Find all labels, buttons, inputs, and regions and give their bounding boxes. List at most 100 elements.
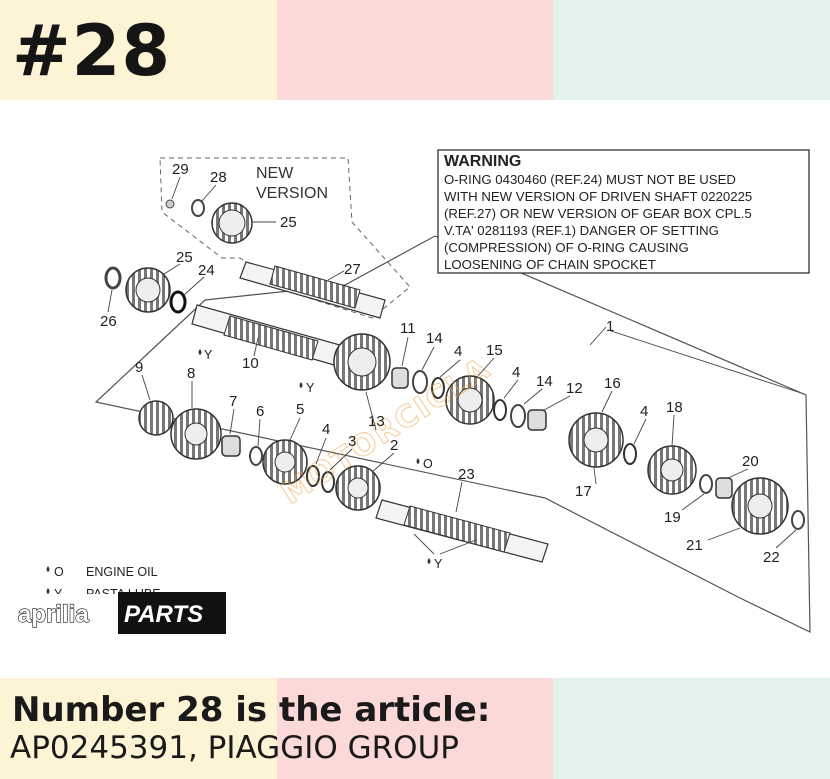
gear-16-hub [583, 427, 609, 453]
part-26-washer [104, 266, 122, 290]
label-6: 6 [256, 403, 264, 420]
part-14-washer-a [412, 370, 428, 394]
logo-background [14, 594, 118, 632]
label-13: 13 [368, 413, 385, 430]
new-version-label-1: NEW [256, 165, 294, 182]
lube-o-1: O [423, 457, 433, 471]
part-9-gear [138, 400, 174, 436]
label-28: 28 [210, 169, 227, 186]
label-29: 29 [172, 161, 189, 178]
label-11: 11 [400, 320, 416, 337]
logo-parts: PARTS [124, 601, 203, 628]
label-16: 16 [604, 375, 621, 392]
band-yellow [0, 678, 277, 779]
label-17: 17 [575, 483, 592, 500]
label-9: 9 [135, 359, 143, 376]
part-7-bushing [221, 435, 241, 457]
part-12-bushing [527, 409, 547, 431]
gear-13-hub [347, 347, 377, 377]
label-5: 5 [296, 401, 304, 418]
caption-line-2: AP0245391, PIAGGIO GROUP [10, 730, 459, 766]
part-24-o-ring [169, 290, 187, 314]
part-22-washer [791, 510, 805, 530]
main-outline [94, 235, 811, 633]
label-14-a: 14 [426, 330, 443, 347]
band-mint [553, 0, 830, 100]
part-4-circlip-c [493, 399, 507, 421]
header-band [0, 0, 830, 100]
warning-title: WARNING [444, 153, 521, 170]
label-25-new: 25 [280, 214, 297, 231]
label-21: 21 [686, 537, 703, 554]
part-23-main-shaft [375, 499, 549, 563]
label-4-b: 4 [454, 343, 462, 360]
sprocket-hub-old [135, 277, 161, 303]
gear-8-hub [184, 422, 208, 446]
label-12: 12 [566, 380, 583, 397]
part-4-circlip-b [431, 377, 445, 399]
aprilia-parts-logo: aprilia PARTS [14, 592, 226, 634]
part-11-bushing [391, 367, 409, 389]
drop-icon [198, 349, 202, 355]
warning-line-4: V.TA' 0281193 (REF.1) DANGER OF SETTING [444, 223, 719, 238]
warning-box [437, 149, 810, 274]
label-4-d: 4 [640, 403, 648, 420]
label-23: 23 [458, 466, 475, 483]
warning-line-3: (REF.27) OR NEW VERSION OF GEAR BOX CPL.… [444, 206, 752, 221]
warning-line-5: (COMPRESSION) OF O-RING CAUSING [444, 240, 689, 255]
gear-15-hub [457, 387, 483, 413]
part-10-driven-shaft [191, 304, 341, 366]
lube-markers: Y Y O Y [198, 348, 477, 571]
label-20: 20 [742, 453, 759, 470]
part-6-washer [249, 446, 263, 466]
legend-engine-oil: ENGINE OIL [86, 565, 158, 579]
logo-brand: aprilia [18, 601, 89, 628]
label-10: 10 [242, 355, 259, 372]
gear-21-hub [747, 493, 773, 519]
label-3: 3 [348, 433, 356, 450]
footer-band [0, 678, 830, 779]
part-4-circlip-d [623, 443, 637, 465]
sprocket-hub [218, 209, 246, 237]
warning-line-6: LOOSENING OF CHAIN SPOCKET [444, 257, 656, 272]
label-4-c: 4 [512, 364, 520, 381]
drop-icon [299, 382, 303, 388]
warning-line-1: O-RING 0430460 (REF.24) MUST NOT BE USED [444, 172, 736, 187]
gear-5-hub [274, 451, 296, 473]
drop-icon [46, 588, 50, 594]
lube-y-3: Y [434, 557, 443, 571]
label-25: 25 [176, 249, 193, 266]
part-14-washer-b [510, 404, 526, 428]
label-24: 24 [198, 262, 215, 279]
legend-o-symbol: O [54, 565, 64, 579]
label-2: 2 [390, 437, 398, 454]
logo-parts-box [118, 592, 226, 634]
drop-icon [46, 566, 50, 572]
exploded-gearbox-diagram: WARNING O-RING 0430460 (REF.24) MUST NOT… [14, 149, 811, 634]
reference-number: #28 [12, 10, 172, 92]
leader-lines [107, 176, 805, 549]
label-27: 27 [344, 261, 361, 278]
drop-icon [416, 458, 420, 464]
label-8: 8 [187, 365, 195, 382]
label-1: 1 [606, 318, 614, 335]
warning-line-2: WITH NEW VERSION OF DRIVEN SHAFT 0220225 [444, 189, 752, 204]
band-mint [553, 678, 830, 779]
drop-icon [427, 558, 431, 564]
caption-line-1: Number 28 is the article: [12, 690, 491, 730]
part-3-washer [321, 471, 335, 493]
label-26: 26 [100, 313, 117, 330]
lube-y-2: Y [306, 381, 315, 395]
label-15: 15 [486, 342, 503, 359]
gear-2-hub [347, 477, 369, 499]
part-20-bushing [715, 477, 733, 499]
label-18: 18 [666, 399, 683, 416]
part-4-circlip-a [306, 465, 320, 487]
band-yellow [0, 0, 277, 100]
band-pink [276, 0, 554, 100]
lube-y-1: Y [204, 348, 213, 362]
label-7: 7 [229, 393, 237, 410]
part-28-washer [191, 199, 205, 217]
part-27-driven-shaft-new [239, 261, 386, 319]
part-29-nut [165, 199, 175, 209]
